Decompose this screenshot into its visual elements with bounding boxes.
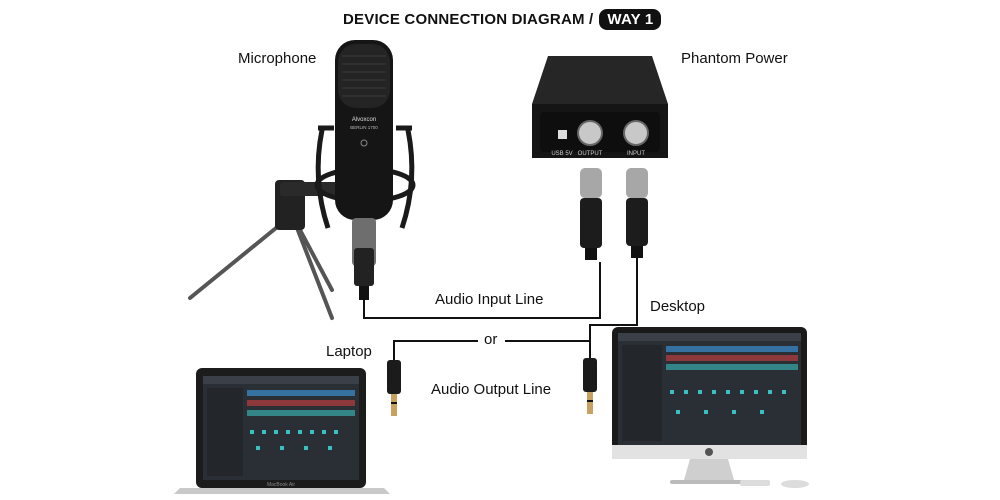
pp-usb-text: USB 5V xyxy=(551,151,572,157)
pp-output-text: OUTPUT xyxy=(578,151,603,157)
or-label: or xyxy=(484,331,498,348)
usb-port xyxy=(558,130,567,139)
laptop-label: Laptop xyxy=(326,343,372,360)
laptop-model-text: MacBook Air xyxy=(267,482,295,488)
microphone-label: Microphone xyxy=(238,50,317,67)
way-badge: WAY 1 xyxy=(599,9,662,30)
xlr-female-connector xyxy=(580,168,602,260)
xlr-male-connector xyxy=(626,168,648,258)
tripod-stand xyxy=(188,213,334,320)
audio-output-line-label: Audio Output Line xyxy=(431,381,552,398)
audio-input-cable xyxy=(363,262,601,319)
audio-input-line-label: Audio Input Line xyxy=(435,291,544,308)
input-port xyxy=(623,120,649,146)
pp-input-text: INPUT xyxy=(627,151,645,157)
apple-logo-icon xyxy=(705,448,713,456)
mic-model-text: BERLIN 1700 xyxy=(350,125,378,130)
audio-output-cable xyxy=(393,258,638,360)
desktop-audio-jack xyxy=(583,358,597,414)
phantom-power-device: USB 5V OUTPUT INPUT xyxy=(532,56,668,158)
desktop-label: Desktop xyxy=(650,298,706,315)
diagram-title: DEVICE CONNECTION DIAGRAM / WAY 1 xyxy=(343,9,662,30)
keyboard xyxy=(740,480,770,486)
laptop-audio-jack xyxy=(387,360,401,416)
microphone-device: Alvoxcon BERLIN 1700 xyxy=(188,40,416,320)
desktop-device xyxy=(612,327,809,488)
mic-brand-text: Alvoxcon xyxy=(352,117,376,123)
laptop-device: MacBook Air xyxy=(174,368,390,494)
output-port xyxy=(577,120,603,146)
mouse xyxy=(781,480,809,488)
title-text: DEVICE CONNECTION DIAGRAM / xyxy=(343,11,594,28)
phantom-power-label: Phantom Power xyxy=(681,50,788,67)
